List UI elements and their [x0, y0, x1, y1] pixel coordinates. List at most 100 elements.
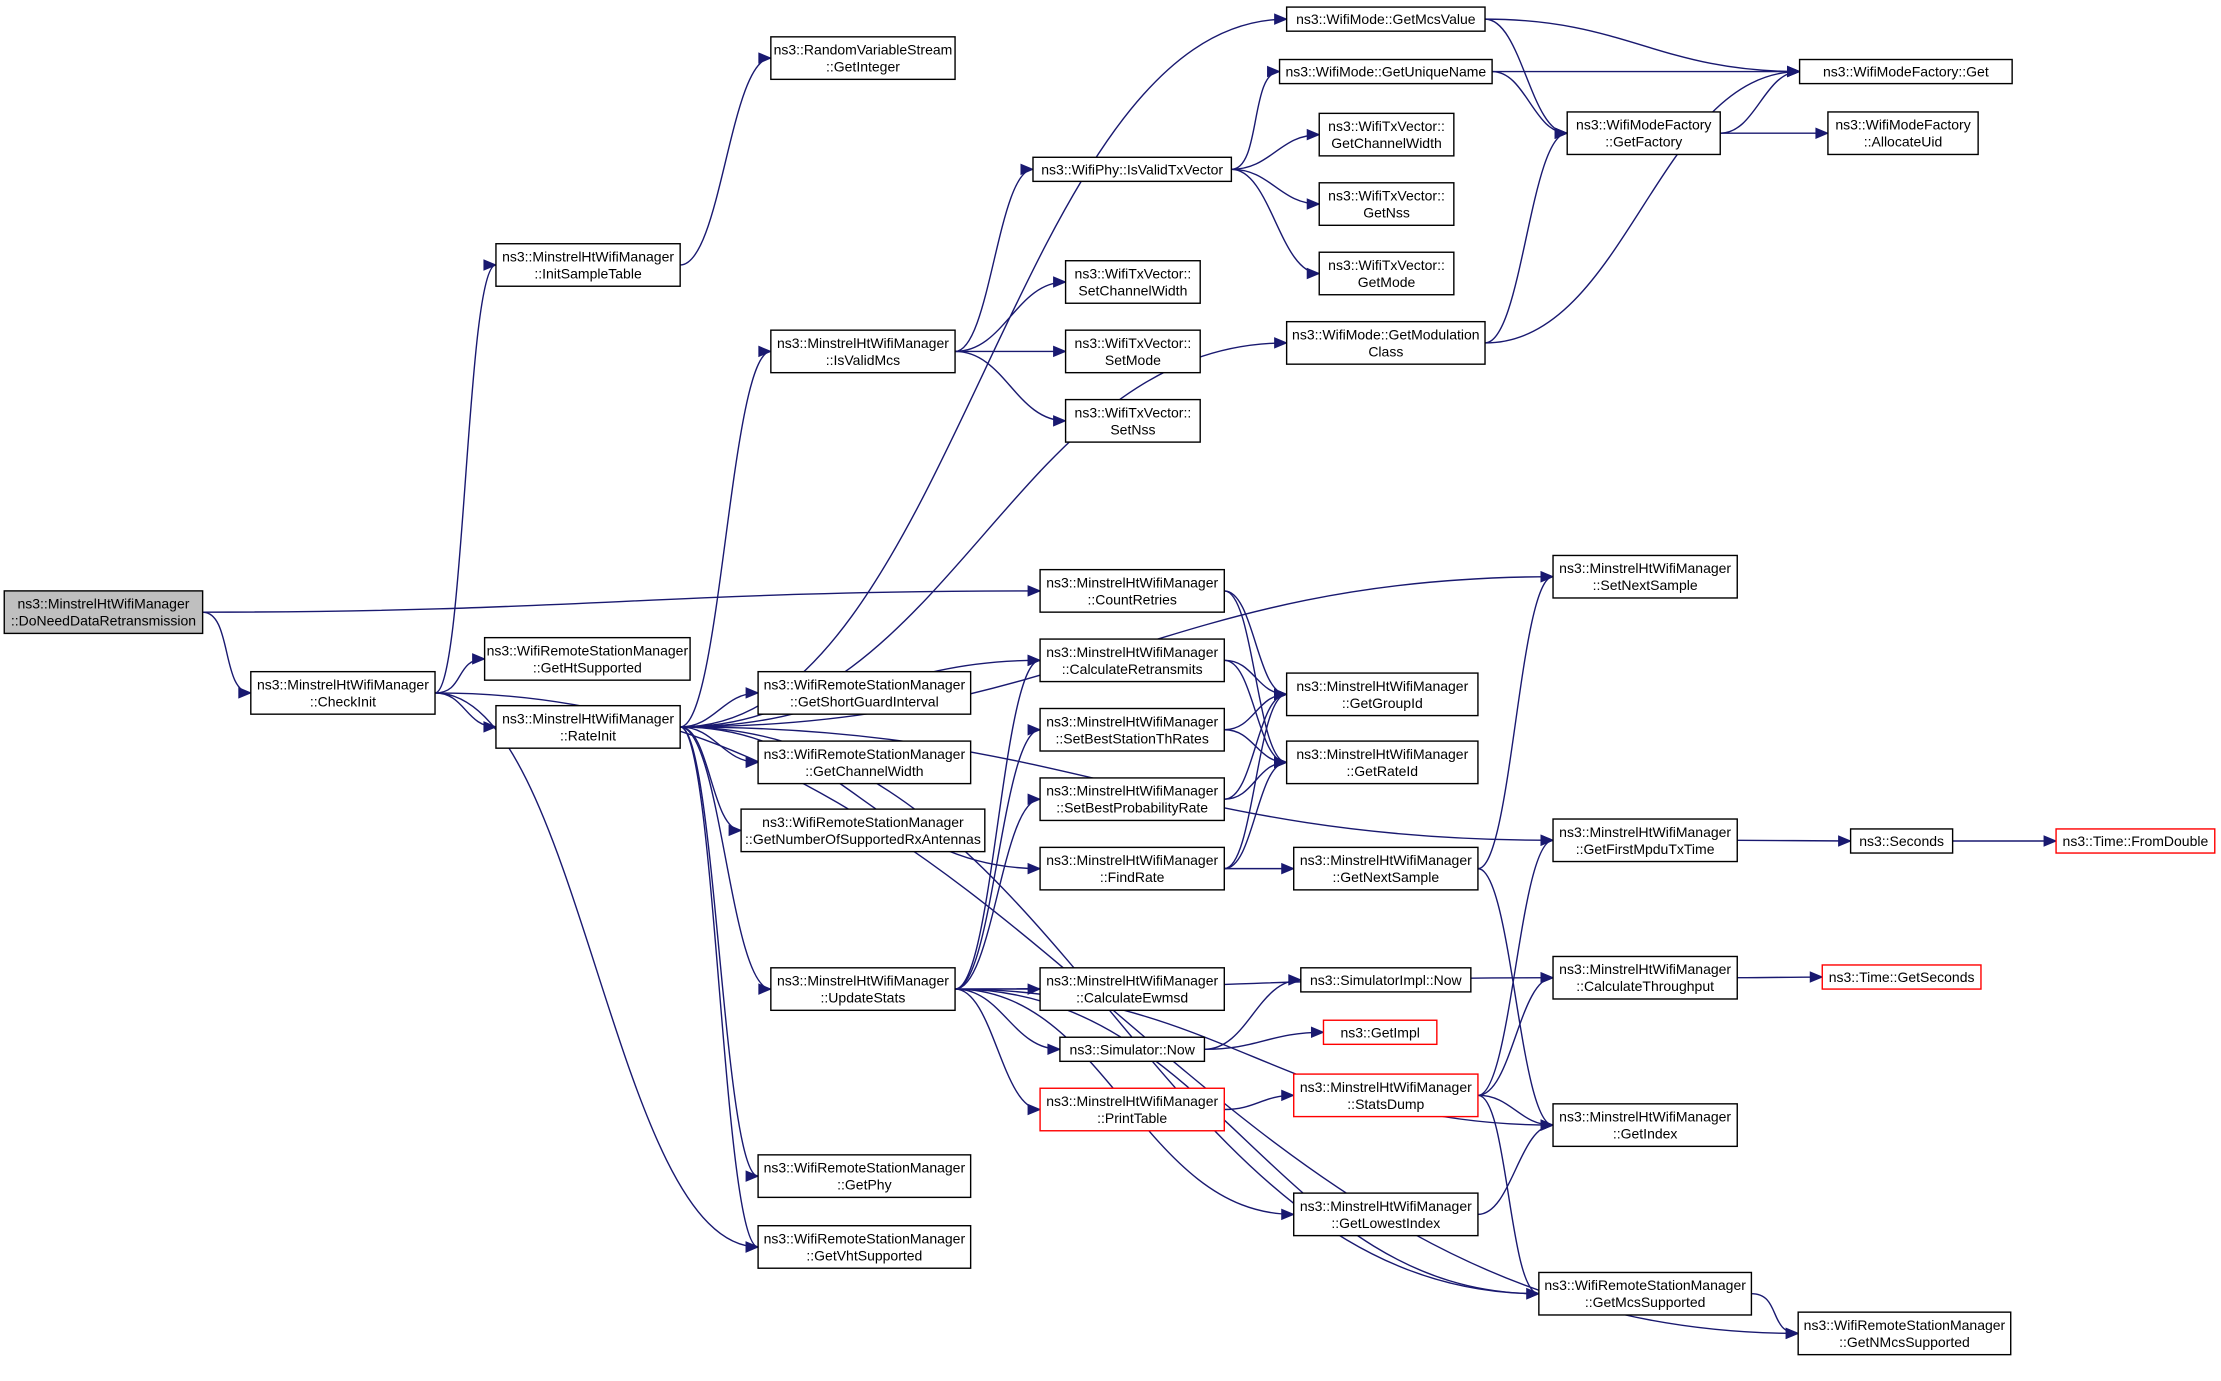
node-GetUniqueName[interactable]: ns3::WifiMode::GetUniqueName: [1278, 58, 1493, 85]
node-GetIndex[interactable]: ns3::MinstrelHtWifiManager::GetIndex: [1552, 1103, 1738, 1148]
node-CalculateEwmsd[interactable]: ns3::MinstrelHtWifiManager::CalculateEwm…: [1039, 967, 1225, 1012]
arrowhead: [728, 824, 743, 837]
node-CalculateThroughput[interactable]: ns3::MinstrelHtWifiManager::CalculateThr…: [1552, 955, 1738, 1000]
node-SetNextSample[interactable]: ns3::MinstrelHtWifiManager::SetNextSampl…: [1552, 554, 1738, 599]
node-GetNextSample[interactable]: ns3::MinstrelHtWifiManager::GetNextSampl…: [1293, 846, 1479, 891]
node-GetMcsValue[interactable]: ns3::WifiMode::GetMcsValue: [1285, 6, 1486, 32]
node-FactoryGet[interactable]: ns3::WifiModeFactory::Get: [1798, 58, 2013, 85]
node-AllocateUid[interactable]: ns3::WifiModeFactory::AllocateUid: [1827, 111, 1979, 156]
node-box: [3, 590, 204, 635]
arrowhead: [1027, 724, 1042, 736]
node-RateInit[interactable]: ns3::MinstrelHtWifiManager::RateInit: [495, 704, 681, 749]
node-SimulatorImplNow[interactable]: ns3::SimulatorImpl::Now: [1300, 967, 1472, 993]
node-GetNMcsSupported[interactable]: ns3::WifiRemoteStationManager::GetNMcsSu…: [1797, 1311, 2012, 1356]
node-SetChannelWidth[interactable]: ns3::WifiTxVector::SetChannelWidth: [1064, 260, 1201, 304]
node-label-line: ::GetPhy: [837, 1177, 891, 1193]
arrowhead: [1027, 585, 1042, 597]
node-SetNss[interactable]: ns3::WifiTxVector::SetNss: [1064, 398, 1201, 443]
node-Seconds[interactable]: ns3::Seconds: [1849, 828, 1954, 854]
node-GetImpl[interactable]: ns3::GetImpl: [1322, 1019, 1438, 1046]
node-CheckInit[interactable]: ns3::MinstrelHtWifiManager::CheckInit: [250, 670, 436, 715]
node-box: [495, 243, 681, 287]
node-label-line: SetChannelWidth: [1078, 282, 1187, 298]
node-GetLowestIndex[interactable]: ns3::MinstrelHtWifiManager::GetLowestInd…: [1293, 1192, 1479, 1237]
node-label-line: ::CountRetries: [1087, 591, 1176, 607]
node-label-line: ns3::WifiRemoteStationManager: [764, 676, 966, 692]
node-box: [1293, 1073, 1479, 1118]
node-GetPhy[interactable]: ns3::WifiRemoteStationManager::GetPhy: [757, 1154, 972, 1199]
arrowhead: [1027, 654, 1042, 667]
edge-CheckInit-to-RateInit: [435, 692, 496, 728]
node-box: [1064, 260, 1201, 304]
node-label-line: ns3::GetImpl: [1340, 1024, 1419, 1040]
node-GetFirstMpduTxTime[interactable]: ns3::MinstrelHtWifiManager::GetFirstMpdu…: [1552, 818, 1738, 863]
node-box: [1278, 58, 1493, 85]
node-label-line: ns3::Time::FromDouble: [2063, 833, 2209, 849]
node-box: [770, 329, 956, 374]
node-UpdateStats[interactable]: ns3::MinstrelHtWifiManager::UpdateStats: [770, 967, 956, 1012]
node-box: [2055, 828, 2216, 854]
arrowhead: [1053, 345, 1067, 358]
node-RVSGetInteger[interactable]: ns3::RandomVariableStream::GetInteger: [770, 36, 956, 81]
node-box: [1059, 1036, 1206, 1063]
node-label-line: ::UpdateStats: [821, 990, 906, 1006]
node-label-line: ns3::MinstrelHtWifiManager: [1046, 574, 1218, 590]
node-label-line: SetNss: [1110, 421, 1155, 437]
node-GetVhtSupported[interactable]: ns3::WifiRemoteStationManager::GetVhtSup…: [757, 1225, 972, 1269]
node-label-line: ns3::MinstrelHtWifiManager: [1296, 746, 1468, 762]
node-label-line: ns3::MinstrelHtWifiManager: [1559, 961, 1731, 977]
node-box: [770, 36, 956, 81]
arrowhead: [1306, 128, 1321, 141]
node-GetRateId[interactable]: ns3::MinstrelHtWifiManager::GetRateId: [1285, 740, 1479, 785]
node-box: [1039, 638, 1225, 683]
node-label-line: ::CheckInit: [310, 693, 376, 709]
node-GetNumberOfSupportedRxAntennas[interactable]: ns3::WifiRemoteStationManager::GetNumber…: [740, 808, 986, 853]
node-label-line: ::SetNextSample: [1593, 577, 1698, 593]
node-CountRetries[interactable]: ns3::MinstrelHtWifiManager::CountRetries: [1039, 568, 1225, 613]
node-IsValidTxVector[interactable]: ns3::WifiPhy::IsValidTxVector: [1032, 156, 1233, 183]
edge-CheckInit-to-InitSampleTable: [434, 264, 497, 694]
edge-GetModulationClass-to-GetFactory: [1484, 132, 1568, 344]
node-label-line: ns3::WifiTxVector::: [1328, 118, 1445, 134]
node-DoNeedDataRetransmission[interactable]: ns3::MinstrelHtWifiManager::DoNeedDataRe…: [3, 590, 204, 635]
node-label-line: ns3::MinstrelHtWifiManager: [1300, 1079, 1472, 1095]
node-InitSampleTable[interactable]: ns3::MinstrelHtWifiManager::InitSampleTa…: [495, 243, 681, 287]
node-SetBestProbabilityRate[interactable]: ns3::MinstrelHtWifiManager::SetBestProba…: [1039, 777, 1225, 822]
node-box: [1566, 111, 1721, 156]
node-label-line: ns3::Time::GetSeconds: [1829, 969, 1975, 985]
node-label-line: ns3::WifiRemoteStationManager: [1804, 1317, 2006, 1333]
arrowhead: [1274, 688, 1288, 701]
node-RSMGetChannelWidth[interactable]: ns3::WifiRemoteStationManager::GetChanne…: [757, 740, 972, 785]
node-box: [495, 704, 681, 749]
node-SetBestStationThRates[interactable]: ns3::MinstrelHtWifiManager::SetBestStati…: [1039, 707, 1225, 752]
node-box: [1318, 251, 1455, 296]
node-IsValidMcs[interactable]: ns3::MinstrelHtWifiManager::IsValidMcs: [770, 329, 956, 374]
node-GetMcsSupported[interactable]: ns3::WifiRemoteStationManager::GetMcsSup…: [1538, 1271, 1753, 1316]
node-label-line: ns3::MinstrelHtWifiManager: [1046, 1093, 1218, 1109]
node-SetMode[interactable]: ns3::WifiTxVector::SetMode: [1064, 329, 1201, 374]
arrowhead: [1310, 1026, 1325, 1039]
node-GetHtSupported[interactable]: ns3::WifiRemoteStationManager::GetHtSupp…: [483, 636, 691, 681]
node-TxGetChannelWidth[interactable]: ns3::WifiTxVector::GetChannelWidth: [1318, 112, 1455, 157]
node-box: [757, 1225, 972, 1269]
node-FromDouble[interactable]: ns3::Time::FromDouble: [2055, 828, 2216, 854]
node-GetShortGuardInterval[interactable]: ns3::WifiRemoteStationManager::GetShortG…: [757, 670, 972, 715]
arrowhead: [1785, 1327, 1800, 1340]
edge-IsValidMcs-to-IsValidTxVector: [954, 168, 1034, 353]
node-label-line: ::GetNextSample: [1333, 869, 1440, 885]
node-StatsDump[interactable]: ns3::MinstrelHtWifiManager::StatsDump: [1293, 1073, 1479, 1118]
node-box: [1064, 329, 1201, 374]
edge-FindRate-to-GetGroupId: [1224, 693, 1287, 870]
node-PrintTable[interactable]: ns3::MinstrelHtWifiManager::PrintTable: [1039, 1087, 1225, 1132]
node-GetGroupId[interactable]: ns3::MinstrelHtWifiManager::GetGroupId: [1285, 672, 1479, 717]
node-GetSeconds[interactable]: ns3::Time::GetSeconds: [1821, 964, 1982, 990]
node-label-line: GetNss: [1363, 205, 1410, 221]
node-FindRate[interactable]: ns3::MinstrelHtWifiManager::FindRate: [1039, 846, 1225, 891]
node-GetMode[interactable]: ns3::WifiTxVector::GetMode: [1318, 251, 1455, 296]
node-GetNss[interactable]: ns3::WifiTxVector::GetNss: [1318, 182, 1455, 227]
node-GetFactory[interactable]: ns3::WifiModeFactory::GetFactory: [1566, 111, 1721, 156]
node-SimulatorNow[interactable]: ns3::Simulator::Now: [1059, 1036, 1206, 1063]
edge-GetFactory-to-FactoryGet: [1720, 70, 1800, 134]
node-CalculateRetransmits[interactable]: ns3::MinstrelHtWifiManager::CalculateRet…: [1039, 638, 1225, 683]
